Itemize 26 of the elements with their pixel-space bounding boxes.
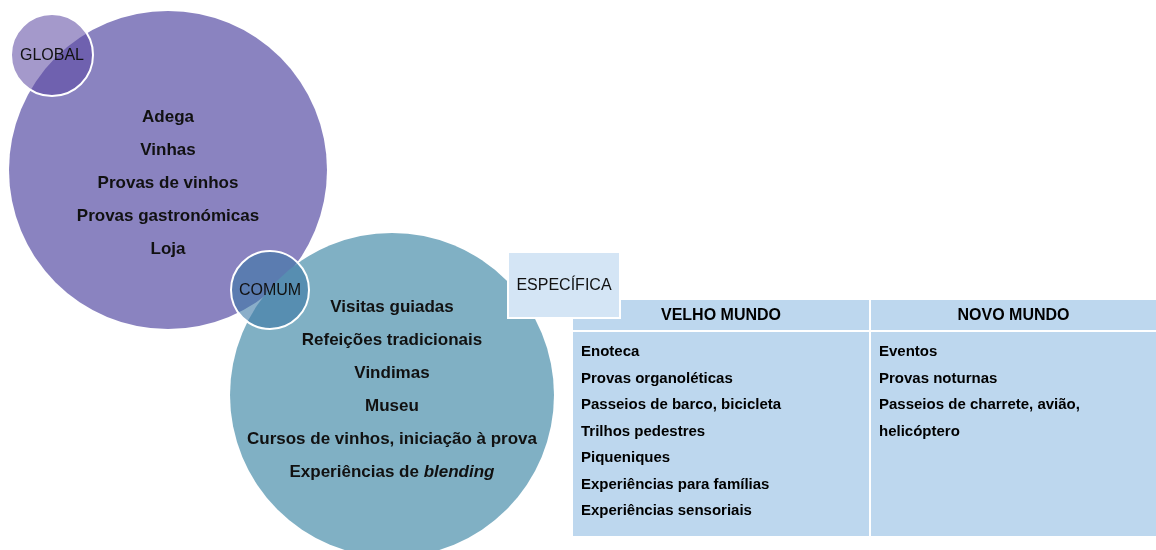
circle-label: COMUM xyxy=(238,281,302,299)
section-label: ESPECÍFICA xyxy=(516,276,612,294)
list-item: Vinhas xyxy=(140,139,196,161)
list-item: Passeios de barco, bicicleta xyxy=(581,394,782,414)
list-item: Cursos de vinhos, iniciação à prova xyxy=(246,428,537,450)
list-item: Experiências de blending xyxy=(289,461,495,483)
list-item: Vindimas xyxy=(354,362,430,384)
list-item: Experiências sensoriais xyxy=(581,500,752,520)
column-header: VELHO MUNDO xyxy=(660,305,782,325)
list-item: Trilhos pedestres xyxy=(581,420,706,441)
list-item: Museu xyxy=(365,395,419,417)
list-item: Provas noturnas xyxy=(879,367,998,388)
column-header: NOVO MUNDO xyxy=(956,305,1071,325)
list-item: Piqueniques xyxy=(581,447,671,467)
list-item: Enoteca xyxy=(581,341,640,361)
circle-label: GLOBAL xyxy=(20,46,84,64)
list-item: Visitas guiadas xyxy=(330,296,454,318)
list-item: Passeios de charrete, avião, helicóptero xyxy=(879,394,1081,441)
list-item: Refeições tradicionais xyxy=(301,329,483,351)
list-item: Adega xyxy=(142,106,194,128)
list-item: Provas de vinhos xyxy=(97,172,239,194)
list-item: Loja xyxy=(150,238,186,260)
list-item: Provas organoléticas xyxy=(581,367,733,388)
list-item: Eventos xyxy=(879,341,938,361)
list-item: Provas gastronómicas xyxy=(76,205,260,227)
list-item: Experiências para famílias xyxy=(581,473,770,494)
